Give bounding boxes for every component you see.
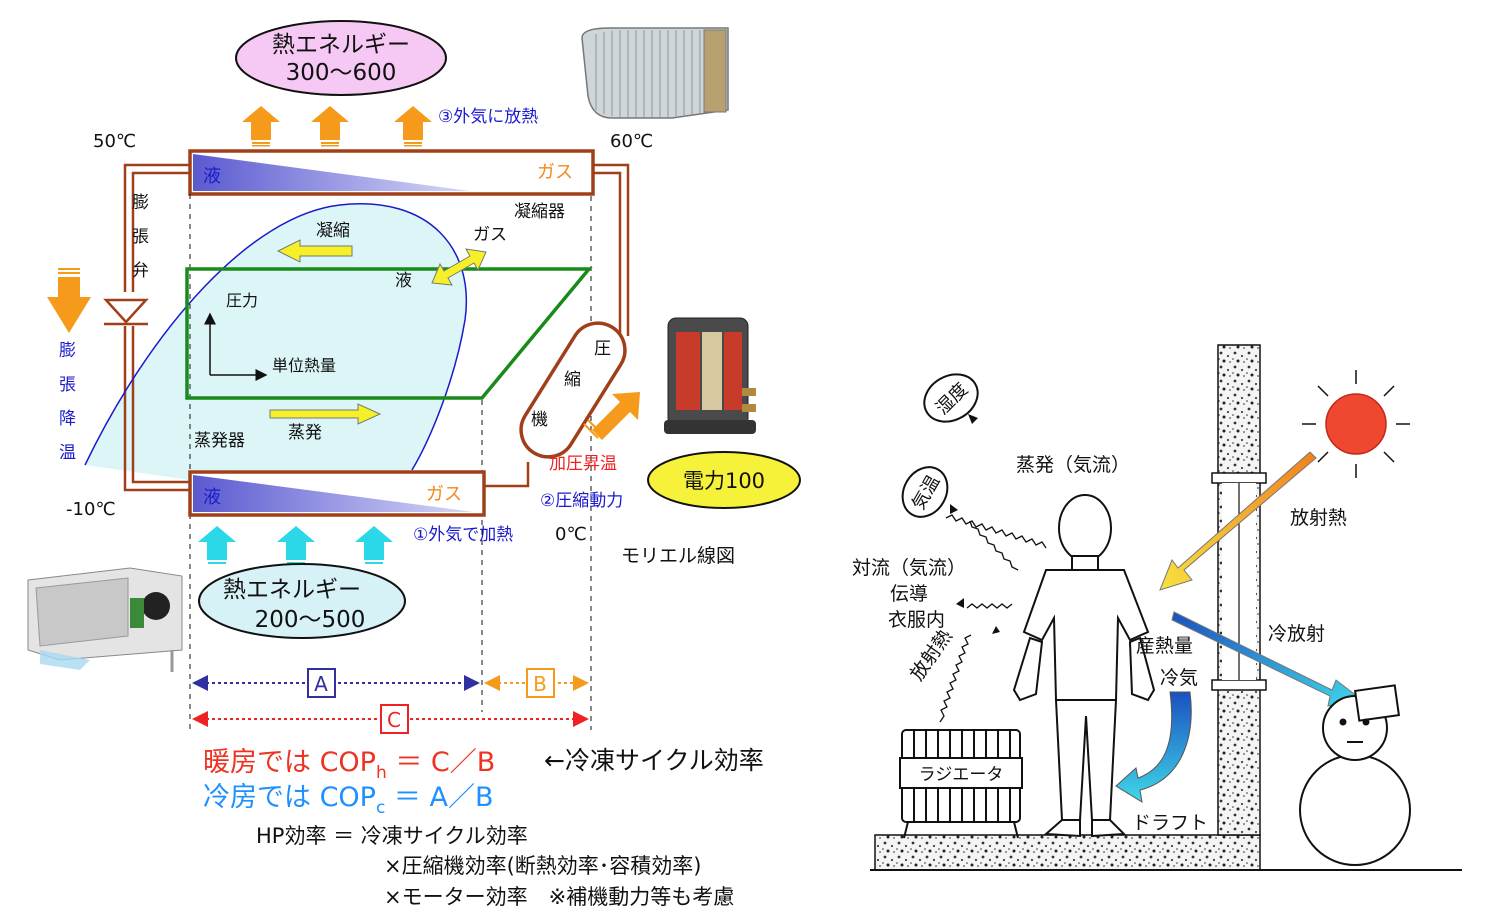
radiator-icon — [899, 729, 1023, 839]
evaporation-label: 蒸発（気流） — [1016, 454, 1130, 476]
heat-in-note: ①外気で加熱 — [413, 525, 513, 545]
cop-heating: 暖房では COPh ＝ C／B — [203, 747, 495, 783]
gas-label: ガス — [473, 225, 507, 245]
dim-b-box — [526, 668, 555, 698]
temp-top-left: 50℃ — [93, 131, 136, 152]
radiation-out-label: 放射熱 — [906, 626, 957, 685]
wave-arrowhead-4 — [992, 626, 1000, 634]
compressor-char-1: 圧 — [594, 339, 611, 359]
humidity-oval — [923, 373, 979, 423]
air-temp-oval — [901, 466, 949, 518]
draft-label: ドラフト — [1132, 812, 1208, 834]
compressor-illustration — [664, 317, 756, 434]
expansion-char-2: 張 — [59, 375, 76, 395]
liquid-label: 液 — [395, 271, 412, 291]
compressor-capsule — [519, 321, 627, 459]
condenser-label: 凝縮器 — [514, 202, 565, 222]
floor-slab — [874, 834, 1261, 871]
compressor-char-3: 機 — [531, 410, 548, 430]
sun-icon — [1302, 370, 1410, 478]
dim-a-label: A — [314, 672, 328, 696]
indoor-unit-illustration — [27, 567, 183, 672]
expansion-char-3: 降 — [59, 409, 76, 429]
window-sill-bottom — [1211, 679, 1267, 691]
wave-arrowhead-2 — [950, 504, 958, 514]
yellow-arrows — [269, 239, 487, 425]
temp-top-right: 60℃ — [610, 131, 653, 152]
expansion-char-1: 膨 — [59, 341, 76, 361]
person-figure — [1012, 494, 1156, 838]
guide-lines — [189, 194, 592, 730]
radiator-label: ラジエータ — [919, 765, 1004, 785]
heat-out-bubble — [235, 20, 447, 96]
cycle-efficiency: ←冷凍サイクル効率 — [544, 746, 764, 775]
cold-radiation-label: 冷放射 — [1268, 623, 1325, 645]
power-bubble — [647, 451, 801, 509]
clothing-label: 衣服内 — [888, 609, 945, 631]
saturation-dome — [84, 203, 467, 471]
valve-char-2: 張 — [132, 227, 149, 247]
condenser-liquid: 液 — [203, 166, 221, 187]
hp-line-2: ×圧縮機効率(断熱効率･容積効率) — [384, 854, 701, 878]
condenser-gas: ガス — [537, 162, 573, 183]
convection-label: 対流（気流） — [852, 557, 966, 579]
mollier-label: モリエル線図 — [621, 545, 735, 567]
cold-radiation-arrow — [1171, 611, 1364, 707]
heat-out-note: ③外気に放熱 — [438, 107, 538, 127]
expansion-valve-symbol — [100, 292, 150, 326]
heat-in-bubble — [198, 563, 406, 639]
window-sill-top — [1211, 472, 1267, 484]
dim-b-label: B — [533, 672, 547, 696]
radiant-heat-arrow — [1159, 451, 1317, 591]
radiant-heat-label: 放射熱 — [1290, 507, 1347, 529]
enthalpy-label: 単位熱量 — [272, 356, 336, 375]
evaporate-label: 蒸発 — [288, 423, 322, 443]
cop-cooling: 冷房では COPc ＝ A／B — [203, 782, 494, 818]
evaporator-liquid: 液 — [203, 487, 221, 508]
power-label: 電力100 — [683, 469, 765, 493]
heat-release-arrows — [242, 106, 432, 147]
dim-c-label: C — [387, 708, 401, 732]
heat-out-value: 300〜600 — [286, 60, 397, 86]
compress-power: ②圧縮動力 — [540, 491, 623, 511]
pressure-label: 圧力 — [226, 291, 258, 310]
wave-arrowhead-3 — [956, 598, 964, 608]
draft-arrow — [1115, 691, 1192, 804]
dim-c-box — [380, 704, 409, 734]
dim-a-box — [307, 668, 336, 698]
heat-absorb-arrows — [198, 526, 393, 564]
cold-air-label: 冷気 — [1160, 667, 1198, 689]
evaporator-label: 蒸発器 — [194, 431, 245, 451]
evaporator-liquid-wedge — [193, 475, 474, 512]
valve-char-3: 弁 — [132, 261, 149, 281]
valve-char-1: 膨 — [132, 193, 149, 213]
outdoor-coil-illustration — [581, 27, 729, 119]
heat-out-label: 熱エネルギー — [272, 32, 410, 58]
expansion-down-arrow — [47, 268, 91, 333]
condense-label: 凝縮 — [316, 221, 350, 241]
compressor-arrow — [583, 392, 640, 440]
pressurize-label: 加圧昇温 — [549, 454, 617, 474]
compressor-char-2: 縮 — [564, 370, 581, 390]
hp-line-3: ×モーター効率 ※補機動力等も考慮 — [384, 885, 734, 909]
wave-arrowhead-1 — [968, 414, 978, 424]
conduction-label: 伝導 — [890, 583, 928, 605]
heat-loss-waves — [939, 514, 1047, 723]
snowman-icon — [1299, 684, 1411, 866]
condenser-liquid-wedge — [193, 154, 470, 191]
hp-line-1: HP効率 ＝ 冷凍サイクル効率 — [256, 824, 528, 848]
heat-production-label: 産熱量 — [1136, 635, 1193, 657]
heat-in-label: 熱エネルギー — [223, 577, 361, 603]
expansion-char-4: 温 — [59, 443, 76, 463]
temp-bottom-right: 0℃ — [555, 524, 587, 545]
evaporator-gas: ガス — [426, 484, 462, 505]
temp-bottom-left: -10℃ — [66, 499, 116, 520]
heat-in-value: 200〜500 — [255, 607, 366, 633]
